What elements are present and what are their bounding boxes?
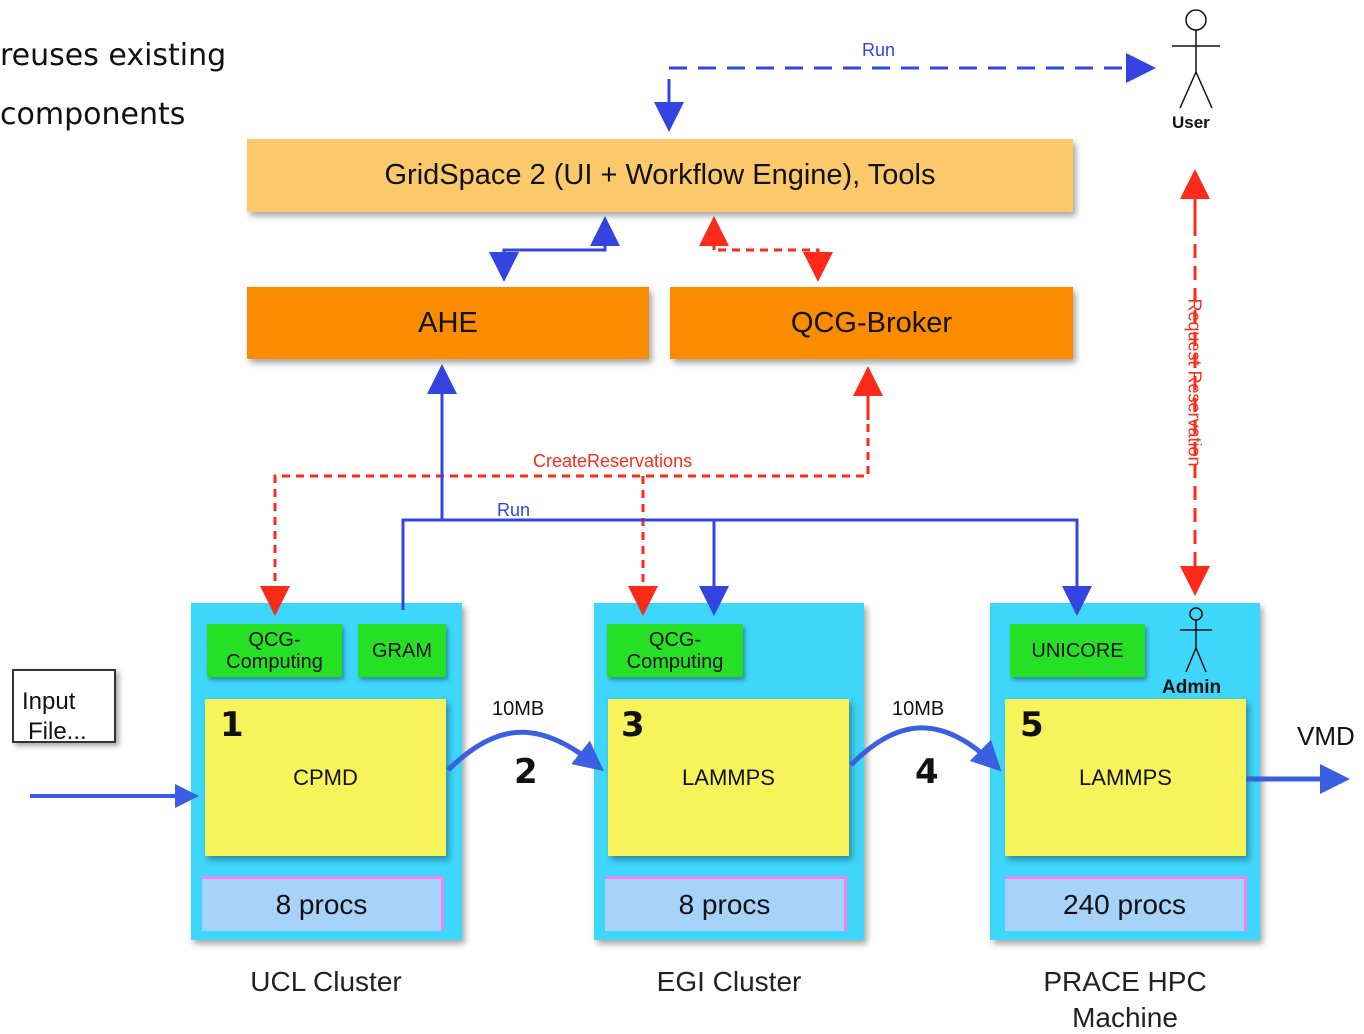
heading-line-2: components: [0, 97, 186, 132]
create-reservations-dashed-arrows: [260, 366, 883, 616]
step-2: 2: [514, 752, 538, 792]
run-dashed-arrow-top: [654, 53, 1156, 132]
gridspace-label: GridSpace 2 (UI + Workflow Engine), Tool…: [384, 159, 936, 191]
run-blue-arrows: [401, 364, 1092, 616]
user-label: User: [1172, 113, 1210, 132]
qcg-broker-box[interactable]: QCG-Broker: [670, 287, 1073, 359]
ucl-cluster-name: UCL Cluster: [250, 966, 402, 997]
transfer-arrow-2: [849, 725, 1002, 772]
ahe-box[interactable]: AHE: [247, 287, 649, 359]
admin-label: Admin: [1162, 677, 1222, 698]
ucl-qcg-line2: Computing: [226, 650, 323, 673]
run-label-mid: Run: [497, 500, 531, 520]
prace-procs-box: 240 procs: [1005, 876, 1247, 931]
prace-unicore-box[interactable]: UNICORE: [1010, 624, 1145, 677]
egi-app-box[interactable]: LAMMPS: [608, 699, 849, 856]
ucl-gram-label: GRAM: [372, 639, 432, 662]
gridspace-box[interactable]: GridSpace 2 (UI + Workflow Engine), Tool…: [247, 139, 1073, 212]
user-figure-icon: [1172, 9, 1220, 109]
ucl-app-box[interactable]: CPMD: [205, 699, 446, 856]
ucl-qcg-line1: QCG-: [248, 628, 301, 651]
transfer-size-2: 10MB: [892, 698, 945, 720]
ahe-label: AHE: [418, 306, 478, 339]
prace-cluster-name-line1: PRACE HPC: [1043, 966, 1207, 997]
egi-qcg-computing-box[interactable]: QCG- Computing: [607, 624, 743, 677]
step-3: 3: [621, 705, 645, 745]
egi-cluster-name: EGI Cluster: [656, 966, 802, 997]
input-file-document[interactable]: Input File...: [12, 669, 116, 745]
request-reservation-label: Request Reservation: [1184, 298, 1205, 467]
admin-figure-icon: [1180, 607, 1212, 673]
vmd-label: VMD: [1297, 721, 1355, 751]
ucl-procs-label: 8 procs: [275, 889, 368, 920]
ucl-qcg-computing-box[interactable]: QCG- Computing: [207, 624, 342, 677]
ucl-gram-box[interactable]: GRAM: [358, 624, 446, 677]
prace-unicore-label: UNICORE: [1031, 639, 1124, 662]
step-4: 4: [915, 752, 939, 792]
prace-cluster-name-line2: Machine: [1072, 1002, 1178, 1033]
step-5: 5: [1020, 705, 1044, 745]
run-label-top: Run: [862, 40, 896, 60]
egi-qcg-line1: QCG-: [648, 628, 702, 651]
transfer-size-1: 10MB: [492, 698, 545, 720]
step-1: 1: [220, 705, 244, 745]
egi-qcg-line2: Computing: [626, 650, 724, 673]
prace-procs-label: 240 procs: [1063, 889, 1186, 920]
egi-app-label: LAMMPS: [682, 764, 775, 790]
gridspace-ahe-arrow: [489, 216, 620, 282]
prace-app-label: LAMMPS: [1079, 764, 1172, 790]
egi-procs-label: 8 procs: [678, 889, 771, 920]
ucl-procs-box: 8 procs: [202, 876, 444, 931]
gridspace-broker-dashed-arrow: [699, 216, 833, 282]
input-file-line1: Input: [22, 688, 76, 715]
egi-procs-box: 8 procs: [605, 876, 847, 931]
qcg-broker-label: QCG-Broker: [790, 306, 953, 339]
heading-line-1: reuses existing: [0, 38, 227, 73]
ucl-app-label: CPMD: [293, 764, 358, 790]
transfer-arrow-1: [446, 729, 604, 772]
create-reservations-label: CreateReservations: [533, 451, 693, 471]
prace-app-box[interactable]: LAMMPS: [1005, 699, 1246, 856]
input-file-line2: File...: [28, 718, 87, 745]
